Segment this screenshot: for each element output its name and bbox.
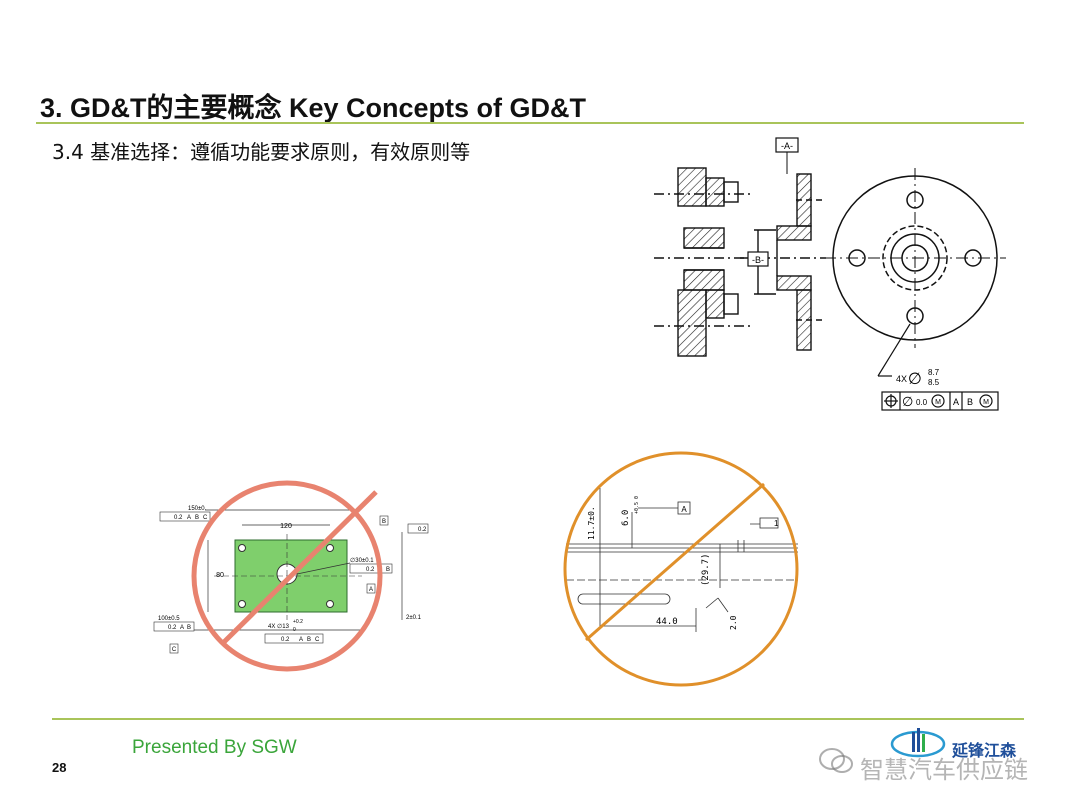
datum-c-label: C bbox=[172, 647, 177, 653]
plate-drawing: 150±0. 120 80 0.2 A B C ∅30±0.1 0.2 B A … bbox=[153, 480, 429, 672]
hole-size-lower: 8.5 bbox=[928, 378, 940, 387]
holes-datum-a: A bbox=[299, 637, 303, 643]
datum-b-box: -B- bbox=[752, 255, 764, 265]
fcf-datum-a: A bbox=[953, 397, 959, 407]
ref-dim: (29.7) bbox=[701, 553, 711, 586]
profile-datum-c: C bbox=[203, 515, 208, 521]
part-section bbox=[740, 173, 826, 351]
wechat-icon bbox=[819, 748, 853, 773]
footer-divider bbox=[52, 718, 1024, 720]
fcf-diameter: ∅ bbox=[902, 395, 913, 410]
flange-front-view bbox=[824, 168, 1006, 377]
prohibit-slash-left bbox=[220, 490, 378, 646]
holes-pos-tol: 0.2 bbox=[281, 637, 290, 643]
flatness-tol: 0.2 bbox=[418, 527, 427, 533]
datum-a-label: A bbox=[369, 587, 373, 593]
thickness-dim: 2±0.1 bbox=[406, 615, 422, 621]
account-watermark: 智慧汽车供应链 bbox=[860, 756, 1028, 784]
center-hole-datum: B bbox=[386, 567, 390, 573]
holes-tol-upper: +0.2 bbox=[293, 619, 303, 625]
datum-label-a: A bbox=[681, 505, 687, 514]
bottom-dim: 100±0.5 bbox=[158, 616, 180, 622]
svg-text:M: M bbox=[935, 399, 941, 406]
holes-datum-c: C bbox=[315, 637, 320, 643]
slide-subtitle: 3.4 基准选择：遵循功能要求原则，有效原则等 bbox=[52, 140, 471, 164]
slide-title: 3. GD&T的主要概念 Key Concepts of GD&T bbox=[40, 93, 587, 123]
hole-size-upper: 8.7 bbox=[928, 368, 940, 377]
center-hole-tol: 0.2 bbox=[366, 567, 375, 573]
fcf-tolerance: 0.0 bbox=[916, 398, 928, 407]
title-divider bbox=[36, 122, 1024, 124]
small-dim: 6.0 bbox=[621, 510, 631, 526]
bottom-datum-b: B bbox=[187, 625, 191, 631]
diameter-symbol: ∅ bbox=[908, 369, 922, 388]
bottom-dim: 44.0 bbox=[656, 617, 678, 627]
fcf-datum-b: B bbox=[967, 397, 973, 407]
flange-drawing: -A- -B- 4X ∅ 8.7 8.5 ∅ 0.0 M A B M bbox=[654, 137, 1006, 411]
company-logo-text: 延锋江森 bbox=[952, 741, 1017, 760]
datum-b-label: B bbox=[382, 519, 386, 525]
profile-datum-a: A bbox=[187, 515, 191, 521]
width-dim: 150±0. bbox=[188, 506, 207, 512]
prohibit-slash-right bbox=[585, 482, 765, 642]
height-dim: 80 bbox=[216, 572, 224, 579]
small-tol: +0.5 0 bbox=[634, 496, 640, 514]
company-logo-mark bbox=[890, 728, 946, 758]
holes-tol-lower: 0 bbox=[293, 627, 296, 633]
feature-control-frame bbox=[881, 391, 999, 411]
section-drawing: 11.7±0. 6.0 +0.5 0 A 1 (29.7) 44.0 2.0 bbox=[563, 451, 799, 687]
page-number: 28 bbox=[52, 760, 67, 775]
bottom-box: 0.2 bbox=[168, 625, 177, 631]
profile-box: 0.2 bbox=[174, 515, 183, 521]
fcf-value: 1 bbox=[774, 519, 779, 528]
vertical-dim: 11.7±0. bbox=[587, 506, 596, 540]
center-hole-dim: ∅30±0.1 bbox=[350, 557, 374, 564]
holes-datum-b: B bbox=[307, 637, 311, 643]
bottom-datum-a: A bbox=[180, 625, 184, 631]
presenter-credit: Presented By SGW bbox=[132, 737, 297, 758]
holes-note: 4X ∅13 bbox=[268, 623, 290, 630]
inner-width-dim: 120 bbox=[280, 523, 292, 530]
prohibit-circle-left bbox=[191, 480, 383, 672]
svg-text:M: M bbox=[983, 399, 989, 406]
assembly-section bbox=[654, 167, 750, 357]
angle-dim: 2.0 bbox=[729, 615, 738, 630]
prohibit-circle-right bbox=[563, 451, 799, 687]
hole-count: 4X bbox=[896, 374, 907, 384]
datum-a-box: -A- bbox=[781, 141, 793, 151]
profile-datum-b: B bbox=[195, 515, 199, 521]
